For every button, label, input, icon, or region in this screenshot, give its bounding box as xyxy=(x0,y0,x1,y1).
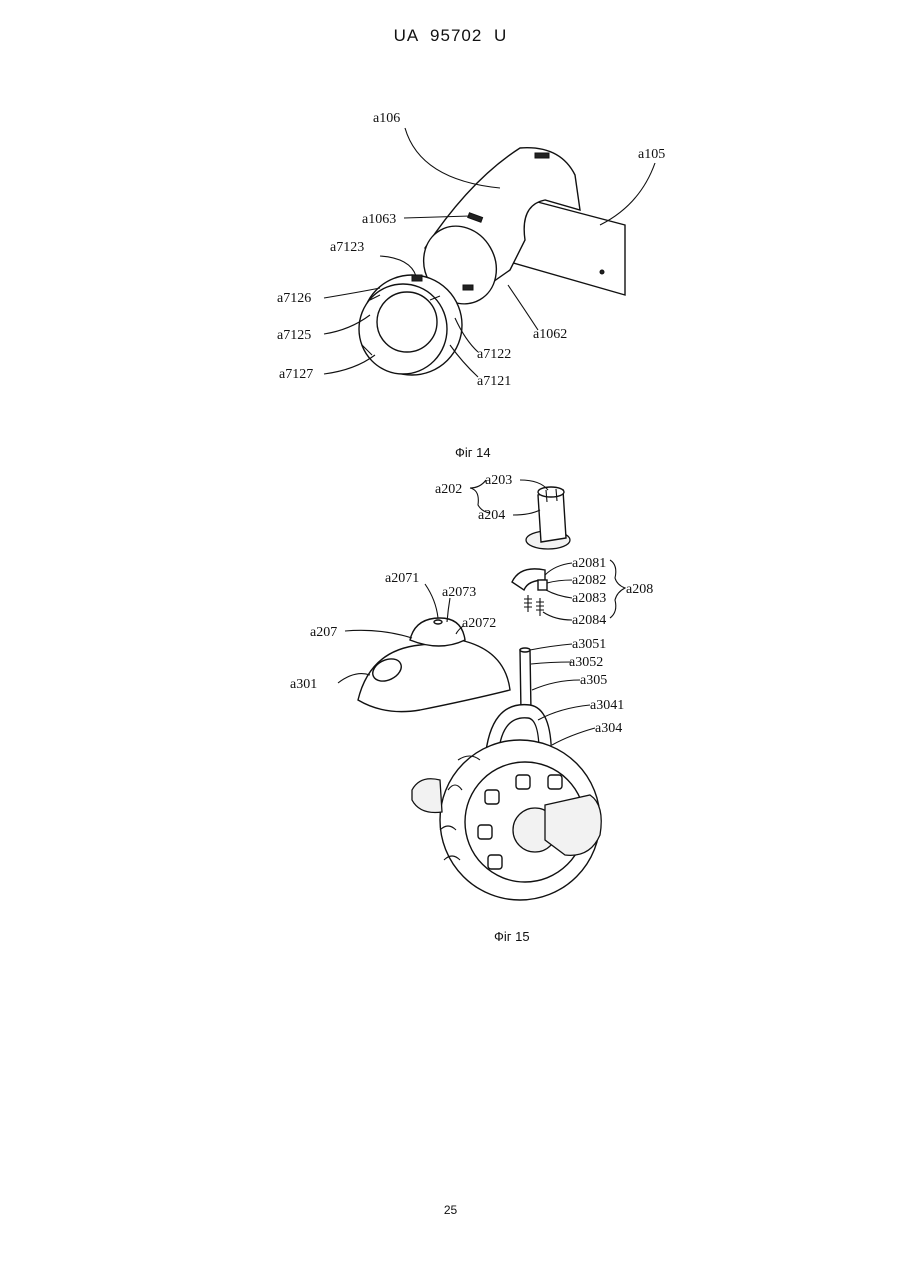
label-a1062: a1062 xyxy=(533,327,567,342)
label-a208: a208 xyxy=(626,582,653,597)
pin-body-a204 xyxy=(538,490,566,542)
label-a1063: a1063 xyxy=(362,212,396,227)
wheel-slot-5 xyxy=(548,775,562,789)
label-a2083: a2083 xyxy=(572,591,606,606)
ring-slot-a7123 xyxy=(412,275,422,281)
label-a304: a304 xyxy=(595,721,622,736)
label-a7126: a7126 xyxy=(277,291,311,306)
label-a203: a203 xyxy=(485,473,512,488)
label-a2081: a2081 xyxy=(572,556,606,571)
label-a301: a301 xyxy=(290,677,317,692)
label-a3052: a3052 xyxy=(569,655,603,670)
figure-14-drawing: a106 a105 a1063 a7123 a7126 a7125 a7127 … xyxy=(277,111,665,389)
label-a204: a204 xyxy=(478,508,505,523)
slot-top xyxy=(535,153,549,158)
label-a106: a106 xyxy=(373,111,400,126)
label-a3051: a3051 xyxy=(572,637,606,652)
label-a202: a202 xyxy=(435,482,462,497)
wheel-side-handle xyxy=(412,779,442,813)
rod-a305 xyxy=(520,650,531,712)
wheel-clip-block xyxy=(545,795,601,855)
wheel-slot-2 xyxy=(478,825,492,839)
label-a2082: a2082 xyxy=(572,573,606,588)
ring-inner-a7125 xyxy=(377,292,437,352)
label-a105: a105 xyxy=(638,147,665,162)
label-a7127: a7127 xyxy=(279,367,313,382)
label-a7121: a7121 xyxy=(477,374,511,389)
label-a2071: a2071 xyxy=(385,571,419,586)
tube-hole xyxy=(600,270,604,274)
label-a2084: a2084 xyxy=(572,613,606,628)
label-a2073: a2073 xyxy=(442,585,476,600)
caption-fig-15: Фіг 15 xyxy=(494,929,530,944)
label-a7122: a7122 xyxy=(477,347,511,362)
wheel-slot-4 xyxy=(516,775,530,789)
label-a207: a207 xyxy=(310,625,337,640)
wheel-slot-3 xyxy=(488,855,502,869)
label-a3041: a3041 xyxy=(590,698,624,713)
figure-15-drawing: a202 a203 a204 a2081 a2082 a2083 a2084 a… xyxy=(290,473,653,900)
clip-post-a2082 xyxy=(538,580,547,590)
label-a7125: a7125 xyxy=(277,328,311,343)
pin-top-a203 xyxy=(538,487,564,497)
rod-tip-a3051 xyxy=(520,648,530,652)
label-a2072: a2072 xyxy=(462,616,496,631)
page-number: 25 xyxy=(0,1203,901,1217)
label-a305: a305 xyxy=(580,673,607,688)
caption-fig-14: Фіг 14 xyxy=(455,445,491,460)
wheel-slot-1 xyxy=(485,790,499,804)
screw-a2084-left xyxy=(524,595,532,612)
slot-a1062 xyxy=(463,285,473,290)
label-a7123: a7123 xyxy=(330,240,364,255)
cap-hole-a2071 xyxy=(434,620,442,624)
screw-a2084-right xyxy=(536,598,544,616)
